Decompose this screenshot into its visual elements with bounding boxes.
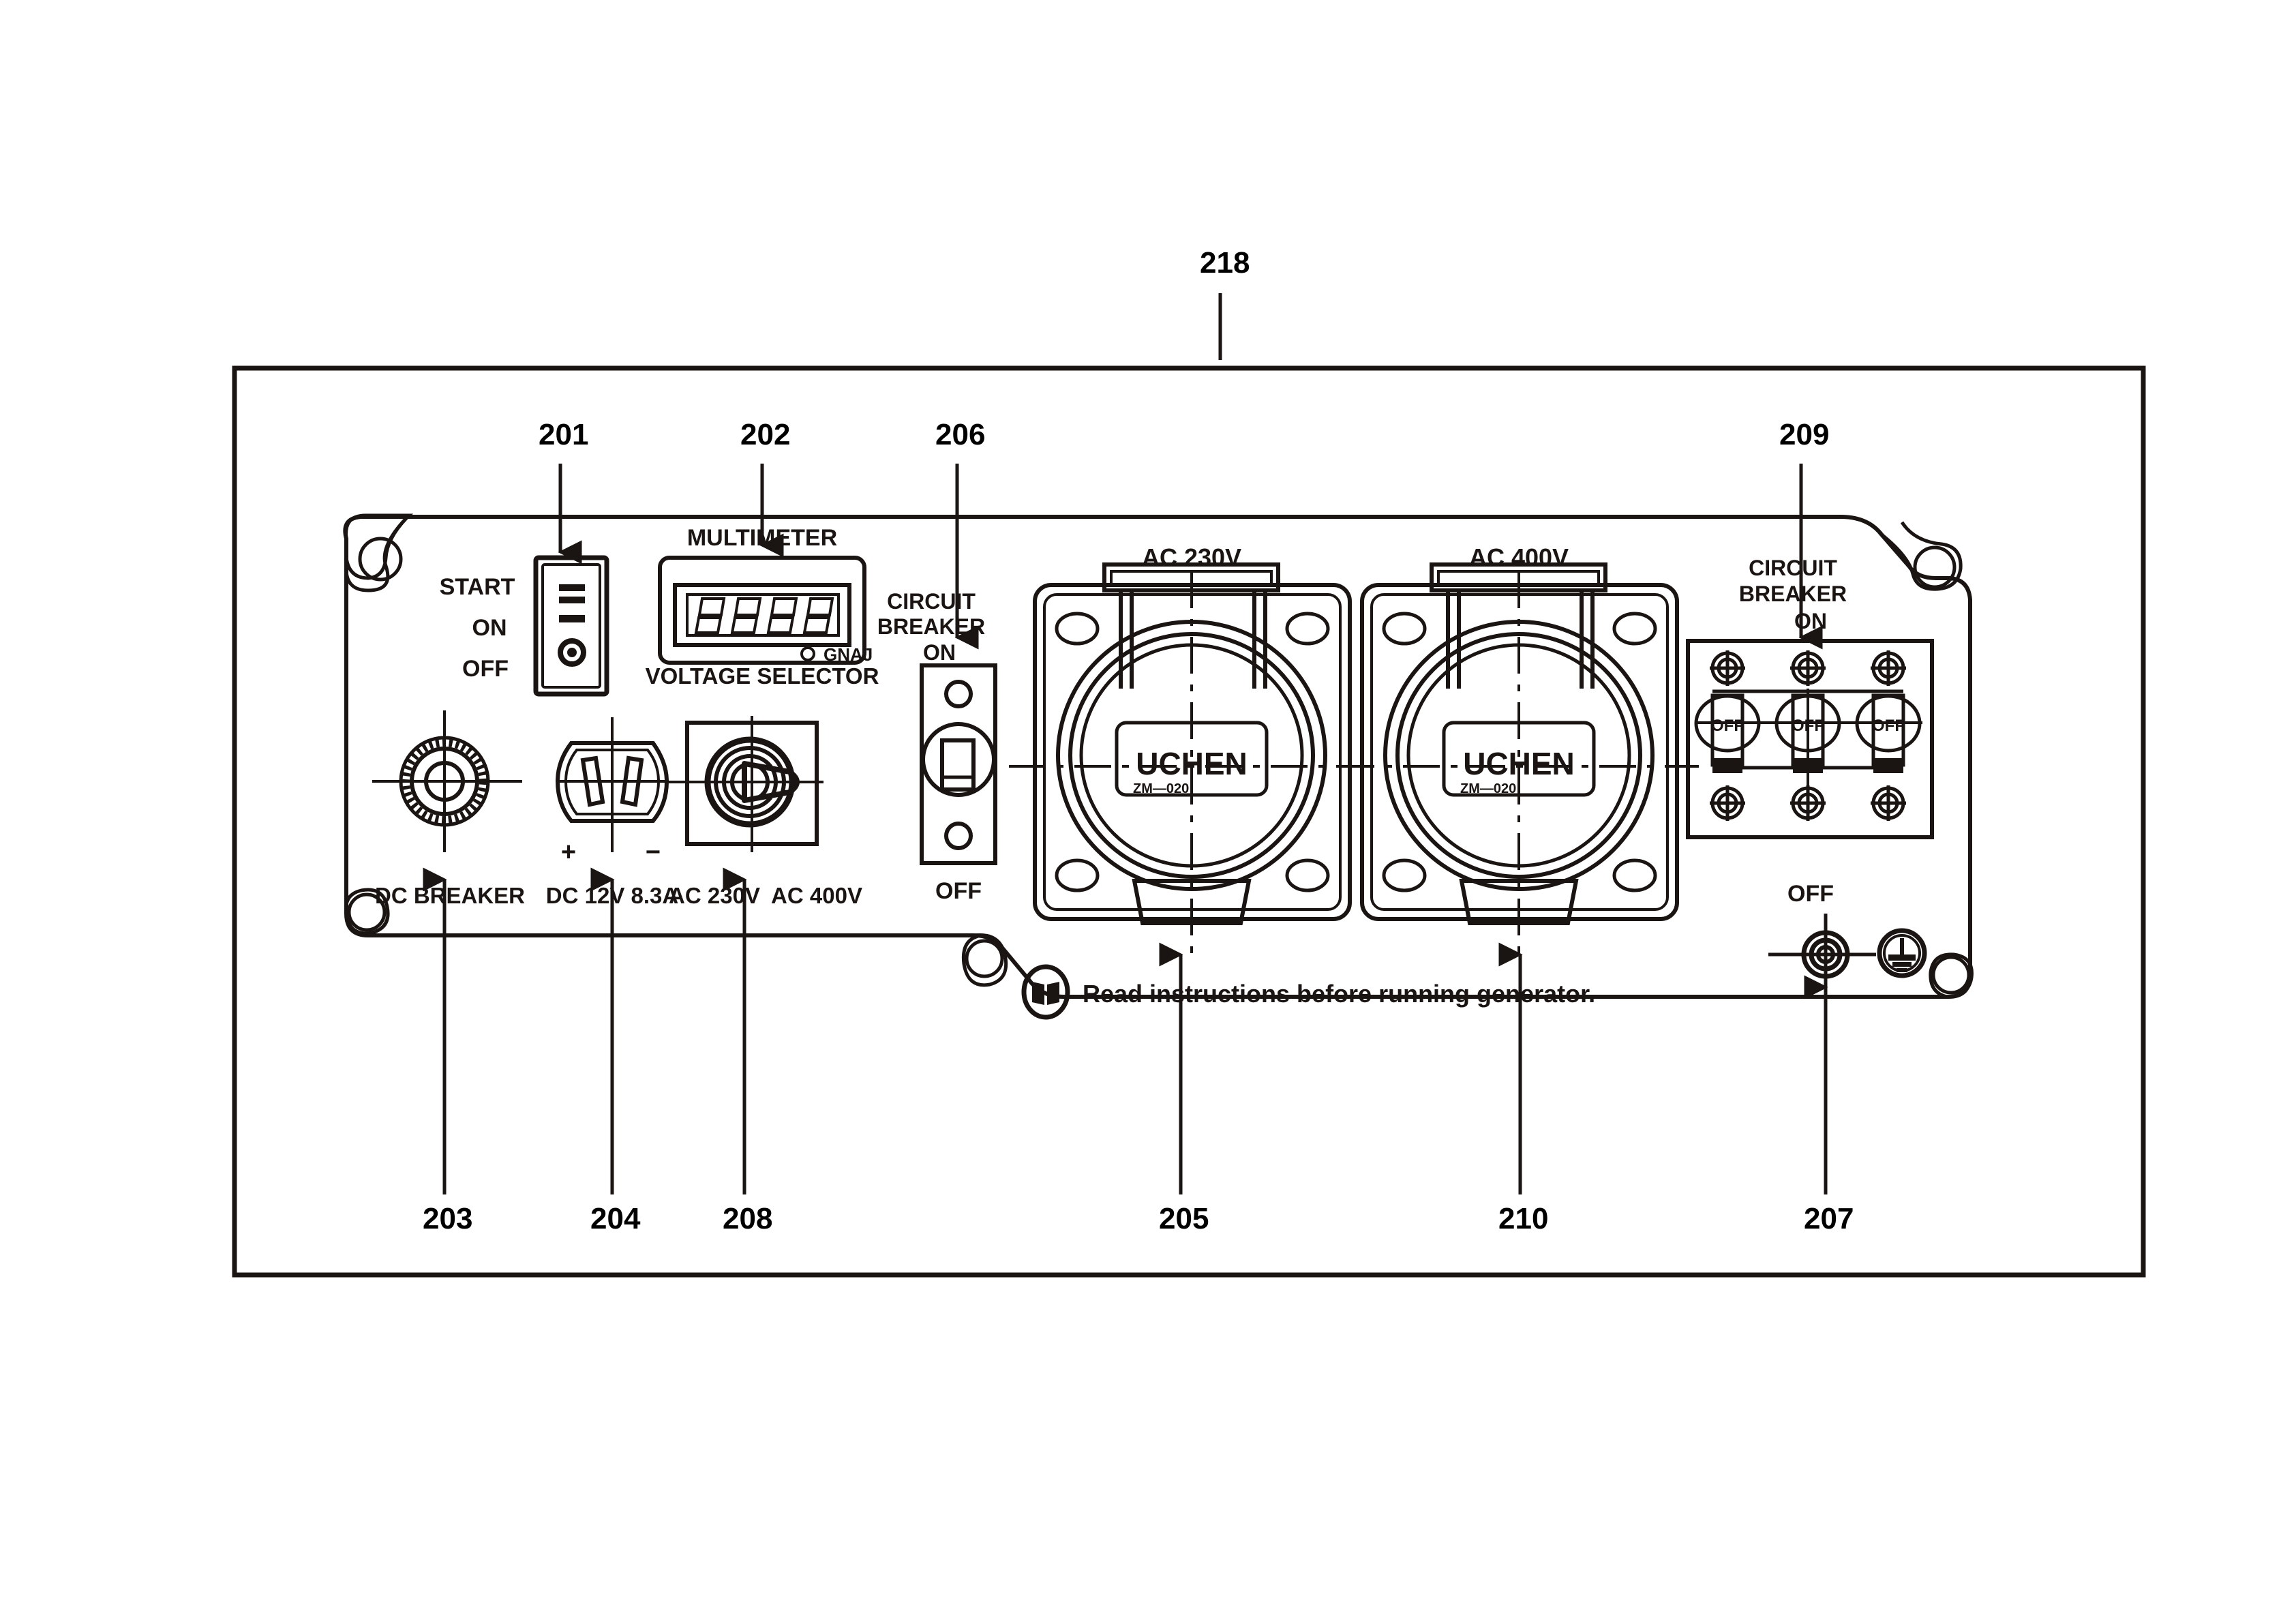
cb-triple-title-2: BREAKER	[1739, 582, 1847, 606]
callout-204: 204	[590, 867, 641, 1235]
switch-on-glyph	[559, 615, 585, 622]
cb-single-toggle[interactable]	[940, 738, 976, 792]
circuit-breaker-triple[interactable]: OFF OFF OFF	[1686, 639, 1934, 839]
socket-ac-400v[interactable]: UCHEN ZM—020	[1338, 562, 1699, 954]
diagram-outer-border	[232, 365, 2146, 1278]
voltage-selector-pointer[interactable]	[742, 761, 800, 803]
cb-single-bezel	[921, 722, 996, 797]
socket-400-latch	[1459, 879, 1579, 925]
voltage-selector-title: VOLTAGE SELECTOR	[646, 663, 879, 689]
socket-400-screws	[1382, 612, 1657, 892]
cb-single-screw-bottom	[944, 822, 973, 850]
callout-209: 209	[1779, 418, 1829, 650]
mounting-boss-bottom-left	[344, 888, 390, 935]
mounting-boss-top-left	[344, 513, 414, 592]
socket-230-label: AC 230V	[1142, 543, 1241, 571]
switch-off-glyph	[558, 638, 586, 667]
open-book-icon	[1021, 964, 1070, 1020]
voltage-selector[interactable]	[668, 716, 824, 852]
dc-outlet[interactable]: +	[555, 717, 669, 852]
start-label: START	[440, 574, 515, 600]
control-panel-plate	[343, 513, 1974, 999]
cb-triple-toggle-2-label: OFF	[1792, 717, 1824, 735]
callout-210-label: 210	[1498, 1202, 1548, 1235]
cb-triple-toggle-1[interactable]: OFF	[1694, 693, 1761, 773]
mounting-boss-bottom-middle	[961, 933, 1008, 987]
warning-label: Read instructions before running generat…	[1021, 964, 1595, 1020]
cb-triple-title-1: CIRCUIT	[1749, 556, 1837, 580]
socket-400-hinge	[1430, 562, 1607, 592]
dc-outlet-slot-left	[580, 755, 605, 807]
dc-breaker-knob[interactable]	[372, 710, 522, 852]
cb-single-title-1: CIRCUIT	[887, 589, 976, 614]
callout-208: 208	[723, 867, 772, 1235]
callout-202: 202	[740, 418, 790, 558]
circuit-breaker-single[interactable]	[920, 663, 997, 865]
callout-206-label: 206	[935, 418, 985, 451]
warning-text: Read instructions before running generat…	[1083, 980, 1595, 1008]
multimeter-module[interactable]: GNAJ	[658, 556, 873, 665]
callout-201-label: 201	[539, 418, 588, 451]
mounting-boss-top-right	[1880, 521, 1963, 591]
earth-ground-symbol	[1877, 928, 1927, 978]
socket-400-brand: UCHEN	[1463, 746, 1575, 781]
voltage-option-230: AC 230V	[669, 883, 760, 908]
callout-206: 206	[935, 418, 985, 650]
callout-218: 218	[1200, 246, 1250, 360]
socket-230-model: ZM—020	[1133, 781, 1189, 796]
socket-230-hinge	[1102, 562, 1280, 592]
callout-209-label: 209	[1779, 418, 1829, 451]
cb-triple-toggle-2[interactable]: OFF	[1774, 693, 1841, 773]
cb-triple-screws-top	[1710, 650, 1906, 686]
callout-218-label: 218	[1200, 246, 1250, 280]
dc-outlet-center-plus: +	[605, 767, 619, 795]
multimeter-brand: GNAJ	[824, 644, 873, 665]
cb-single-title-2: BREAKER	[877, 614, 985, 639]
cb-triple-off-label: OFF	[1787, 881, 1834, 907]
callout-208-label: 208	[723, 1202, 772, 1235]
multimeter-digits	[694, 597, 834, 634]
dc-outlet-label: DC 12V 8.3A	[546, 883, 678, 908]
cb-single-screw-top	[944, 680, 973, 708]
callout-203-label: 203	[423, 1202, 472, 1235]
off-label: OFF	[462, 656, 509, 682]
multimeter-title: MULTIMETER	[687, 525, 837, 551]
callout-207: 207	[1804, 975, 1854, 1235]
socket-400-model: ZM—020	[1460, 781, 1516, 796]
cb-triple-toggle-1-label: OFF	[1711, 717, 1744, 735]
callout-204-label: 204	[590, 1202, 641, 1235]
dc-outlet-minus-label: −	[646, 838, 661, 867]
cb-single-off-label: OFF	[935, 878, 982, 904]
mounting-boss-bottom-right	[1929, 952, 1974, 999]
callout-205-label: 205	[1159, 1202, 1209, 1235]
voltage-option-400: AC 400V	[771, 883, 862, 908]
callout-207-label: 207	[1804, 1202, 1854, 1235]
callout-203: 203	[423, 867, 472, 1235]
multimeter-indicator-led	[800, 646, 815, 661]
dc-outlet-plus-label: +	[561, 838, 576, 867]
socket-230-brand: UCHEN	[1136, 746, 1248, 781]
socket-230-latch	[1132, 879, 1252, 925]
cb-triple-on-label: ON	[1794, 609, 1827, 633]
on-label: ON	[472, 615, 507, 641]
start-switch[interactable]	[533, 555, 609, 697]
switch-start-glyph	[559, 584, 585, 591]
dc-breaker-label: DC BREAKER	[375, 883, 525, 908]
callout-210: 210	[1498, 942, 1548, 1235]
cb-single-on-label: ON	[923, 640, 956, 665]
callout-202-label: 202	[740, 418, 790, 451]
socket-ac-230v[interactable]: UCHEN ZM—020	[1009, 562, 1370, 954]
callout-201: 201	[539, 418, 588, 565]
cb-triple-screws-bottom	[1710, 785, 1906, 821]
cb-triple-toggle-3-label: OFF	[1872, 717, 1905, 735]
dc-outlet-slot-right	[620, 755, 644, 807]
ground-terminal[interactable]	[1768, 914, 1876, 989]
cb-triple-toggle-3[interactable]: OFF	[1855, 693, 1922, 773]
socket-230-screws	[1055, 612, 1330, 892]
callout-205: 205	[1159, 942, 1209, 1235]
socket-400-label: AC 400V	[1469, 543, 1569, 571]
